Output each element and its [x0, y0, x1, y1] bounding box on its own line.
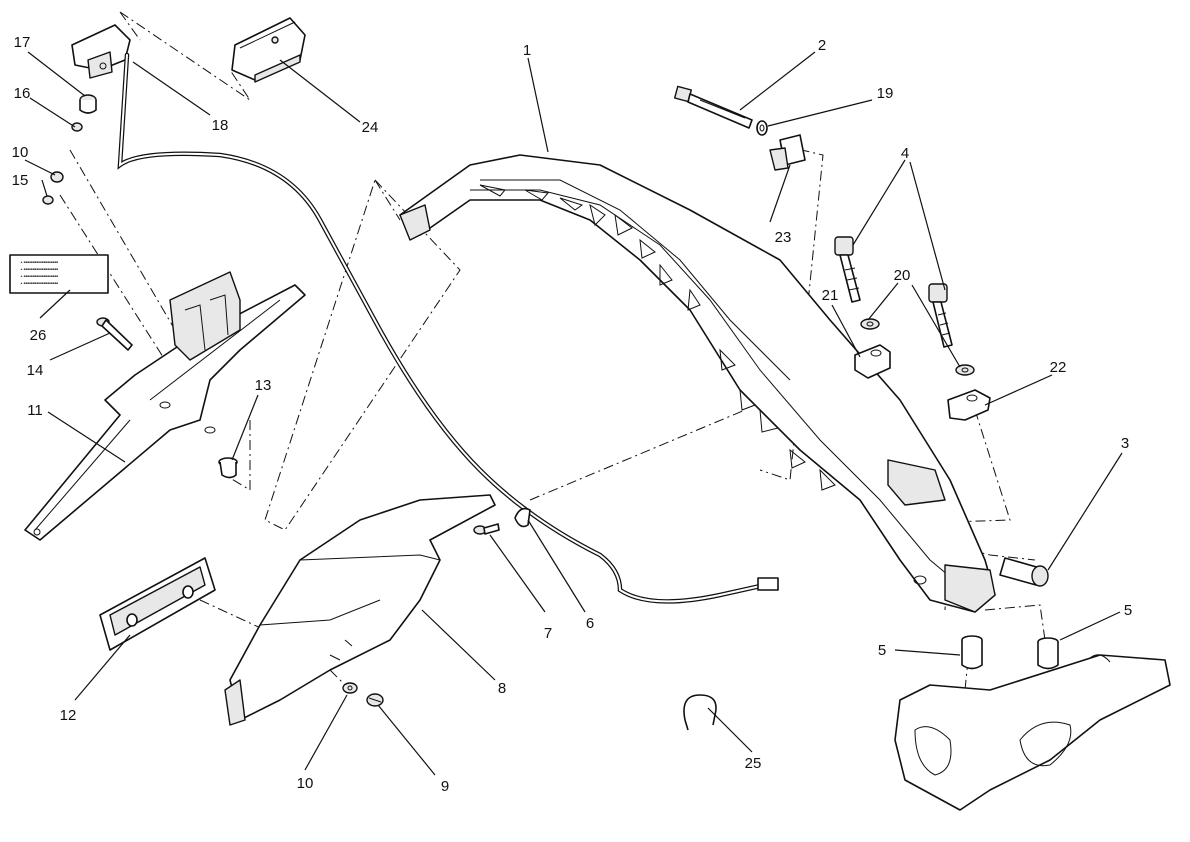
callout-6: 6: [586, 615, 594, 632]
callout-labels: 1 2 3 4 5 5 6 7 8 9 10 10 11 12 13 14 15…: [12, 34, 1133, 795]
light-wiring-cable[interactable]: [117, 52, 779, 604]
svg-text:▲ ■■■■■■■■■■■■■■■■■■■: ▲ ■■■■■■■■■■■■■■■■■■■: [20, 260, 58, 264]
washer[interactable]: [756, 120, 768, 136]
leader-lines: [24, 51, 1123, 776]
callout-4: 4: [901, 145, 909, 162]
callout-17: 17: [14, 34, 31, 51]
rear-frame-section: [894, 654, 1171, 811]
callout-24: 24: [362, 119, 379, 136]
hex-screw-left[interactable]: [834, 236, 861, 303]
holder-bolt[interactable]: [96, 317, 133, 351]
rubber-grommet[interactable]: [79, 94, 97, 114]
callout-26: 26: [30, 327, 47, 344]
cable-clamp[interactable]: [514, 507, 531, 528]
callout-10-lower: 10: [297, 775, 314, 792]
callout-10-upper: 10: [12, 144, 29, 161]
callout-7: 7: [544, 625, 552, 642]
callout-15: 15: [12, 172, 29, 189]
hex-screw-right[interactable]: [928, 283, 953, 348]
tail-cover[interactable]: [224, 494, 496, 726]
callout-19: 19: [877, 85, 894, 102]
callout-8: 8: [498, 680, 506, 697]
license-plate-holder[interactable]: [24, 271, 306, 541]
callout-5-right: 5: [1124, 602, 1132, 619]
washer-left[interactable]: [860, 318, 880, 330]
rear-reflector[interactable]: [99, 557, 216, 651]
callout-18: 18: [212, 117, 229, 134]
callout-14: 14: [27, 362, 44, 379]
callout-11: 11: [27, 402, 43, 419]
washer-right[interactable]: [955, 364, 975, 376]
callout-13: 13: [255, 377, 272, 394]
callout-12: 12: [60, 707, 77, 724]
long-bolt[interactable]: [673, 85, 753, 129]
callout-21: 21: [822, 287, 839, 304]
callout-5-left: 5: [878, 642, 886, 659]
callout-1: 1: [523, 42, 531, 59]
clip-plate-left[interactable]: [854, 344, 891, 379]
svg-text:▲ ■■■■■■■■■■■■■■■■■■■: ▲ ■■■■■■■■■■■■■■■■■■■: [20, 281, 58, 285]
clip-plate-right[interactable]: [947, 389, 991, 421]
callout-16: 16: [14, 85, 31, 102]
warning-decal: ▲ ■■■■■■■■■■■■■■■■■■■ ▲ ■■■■■■■■■■■■■■■■…: [9, 254, 109, 294]
cover-screw[interactable]: [473, 523, 500, 535]
callout-2: 2: [818, 37, 826, 54]
callout-20: 20: [894, 267, 911, 284]
spacer-bushing[interactable]: [999, 557, 1049, 587]
nut-lower[interactable]: [366, 693, 384, 707]
washer-small-lower[interactable]: [342, 682, 358, 694]
bushing-left[interactable]: [961, 635, 983, 670]
license-plate-light[interactable]: [71, 24, 131, 79]
rear-support-bracket[interactable]: [399, 154, 996, 613]
callout-25: 25: [745, 755, 762, 772]
svg-text:▲ ■■■■■■■■■■■■■■■■■■■: ▲ ■■■■■■■■■■■■■■■■■■■: [20, 274, 58, 278]
small-nut[interactable]: [71, 122, 83, 132]
callout-3: 3: [1121, 435, 1129, 452]
callout-22: 22: [1050, 359, 1067, 376]
bushing-right[interactable]: [1037, 637, 1059, 670]
callout-9: 9: [441, 778, 449, 795]
svg-text:▲ ■■■■■■■■■■■■■■■■■■■: ▲ ■■■■■■■■■■■■■■■■■■■: [20, 267, 58, 271]
spring-clip[interactable]: [683, 694, 717, 731]
clip-nut[interactable]: [769, 134, 806, 171]
holder-bushing[interactable]: [218, 457, 238, 479]
small-screw[interactable]: [42, 195, 54, 205]
plate-light-cover[interactable]: [231, 17, 306, 83]
callout-23: 23: [775, 229, 792, 246]
